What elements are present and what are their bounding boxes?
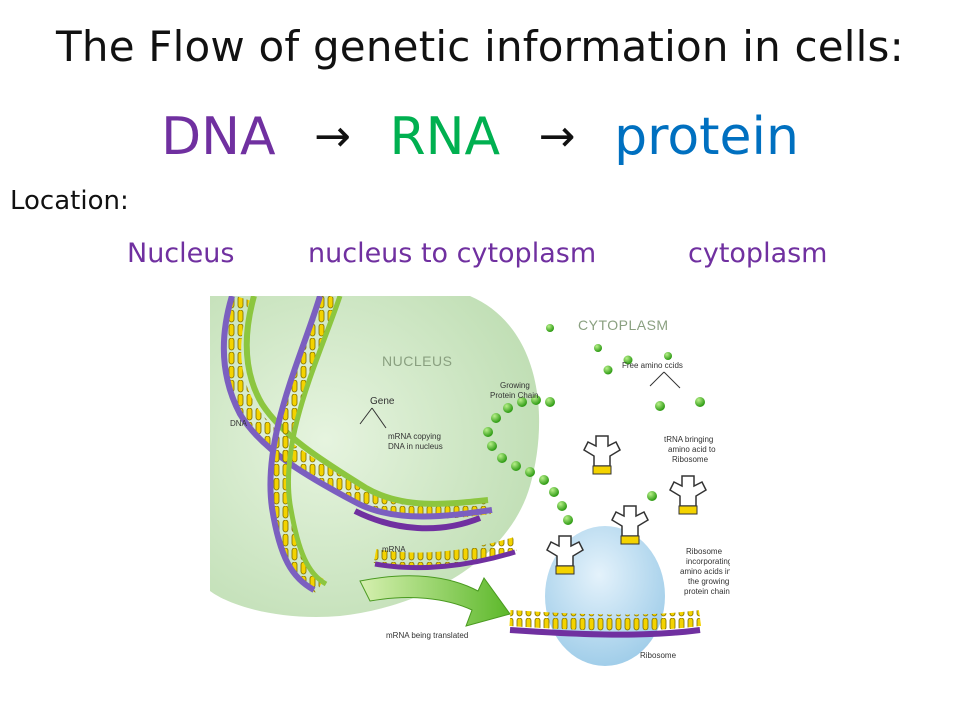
- label-ribo-1: Ribosome: [686, 547, 723, 556]
- label-trna-3: Ribosome: [672, 455, 709, 464]
- location-transit: nucleus to cytoplasm: [308, 238, 597, 269]
- central-dogma-flow: DNA → RNA → protein: [0, 104, 960, 167]
- protein-term: protein: [614, 107, 799, 167]
- label-cytoplasm: CYTOPLASM: [578, 317, 669, 333]
- mrna-being-translated-strand: [509, 627, 701, 638]
- label-mrna-translated: mRNA being translated: [386, 631, 468, 640]
- label-mrna-copying-2: DNA in nucleus: [388, 442, 443, 451]
- label-dna: DNA: [230, 419, 248, 428]
- pointer-lines: [359, 371, 681, 429]
- trna-molecule: [669, 475, 707, 515]
- dna-helix: [220, 296, 493, 594]
- location-label: Location:: [10, 186, 129, 216]
- label-mrna-copying-1: mRNA copying: [388, 432, 441, 441]
- mrna-strand-nucleus: [353, 508, 482, 532]
- amino-acid-beads: [483, 324, 705, 525]
- label-trna-2: amino acid to: [668, 445, 716, 454]
- label-growing-2: Protein Chain: [490, 391, 538, 400]
- nucleus-region: [210, 296, 540, 617]
- trna-molecule: [611, 505, 649, 545]
- label-ribo-2: incorporating: [686, 557, 730, 566]
- location-nucleus: Nucleus: [127, 238, 235, 269]
- export-arrow-icon: [359, 575, 511, 627]
- arrow-right-icon: →: [538, 111, 576, 162]
- label-nucleus: NUCLEUS: [382, 353, 452, 369]
- label-trna-1: tRNA bringing: [664, 435, 713, 444]
- slide-title: The Flow of genetic information in cells…: [56, 22, 904, 71]
- label-growing-1: Growing: [500, 381, 530, 390]
- arrow-right-icon: →: [314, 111, 351, 162]
- trna-molecule: [546, 535, 584, 575]
- label-ribosome: Ribosome: [640, 651, 677, 660]
- location-cytoplasm: cytoplasm: [688, 238, 828, 269]
- protein-synthesis-diagram: NUCLEUS CYTOPLASM Gene DNA mRNA copying …: [210, 296, 730, 666]
- trna-molecule: [583, 435, 621, 475]
- label-ribo-4: the growing: [688, 577, 729, 586]
- rna-term: RNA: [389, 107, 501, 167]
- label-ribo-5: protein chain: [684, 587, 730, 596]
- label-free-amino: Free amino ccids: [622, 361, 683, 370]
- label-mrna: mRNA: [382, 545, 406, 554]
- dna-term: DNA: [161, 107, 276, 167]
- label-gene: Gene: [370, 396, 395, 407]
- label-ribo-3: amino acids into: [680, 567, 730, 576]
